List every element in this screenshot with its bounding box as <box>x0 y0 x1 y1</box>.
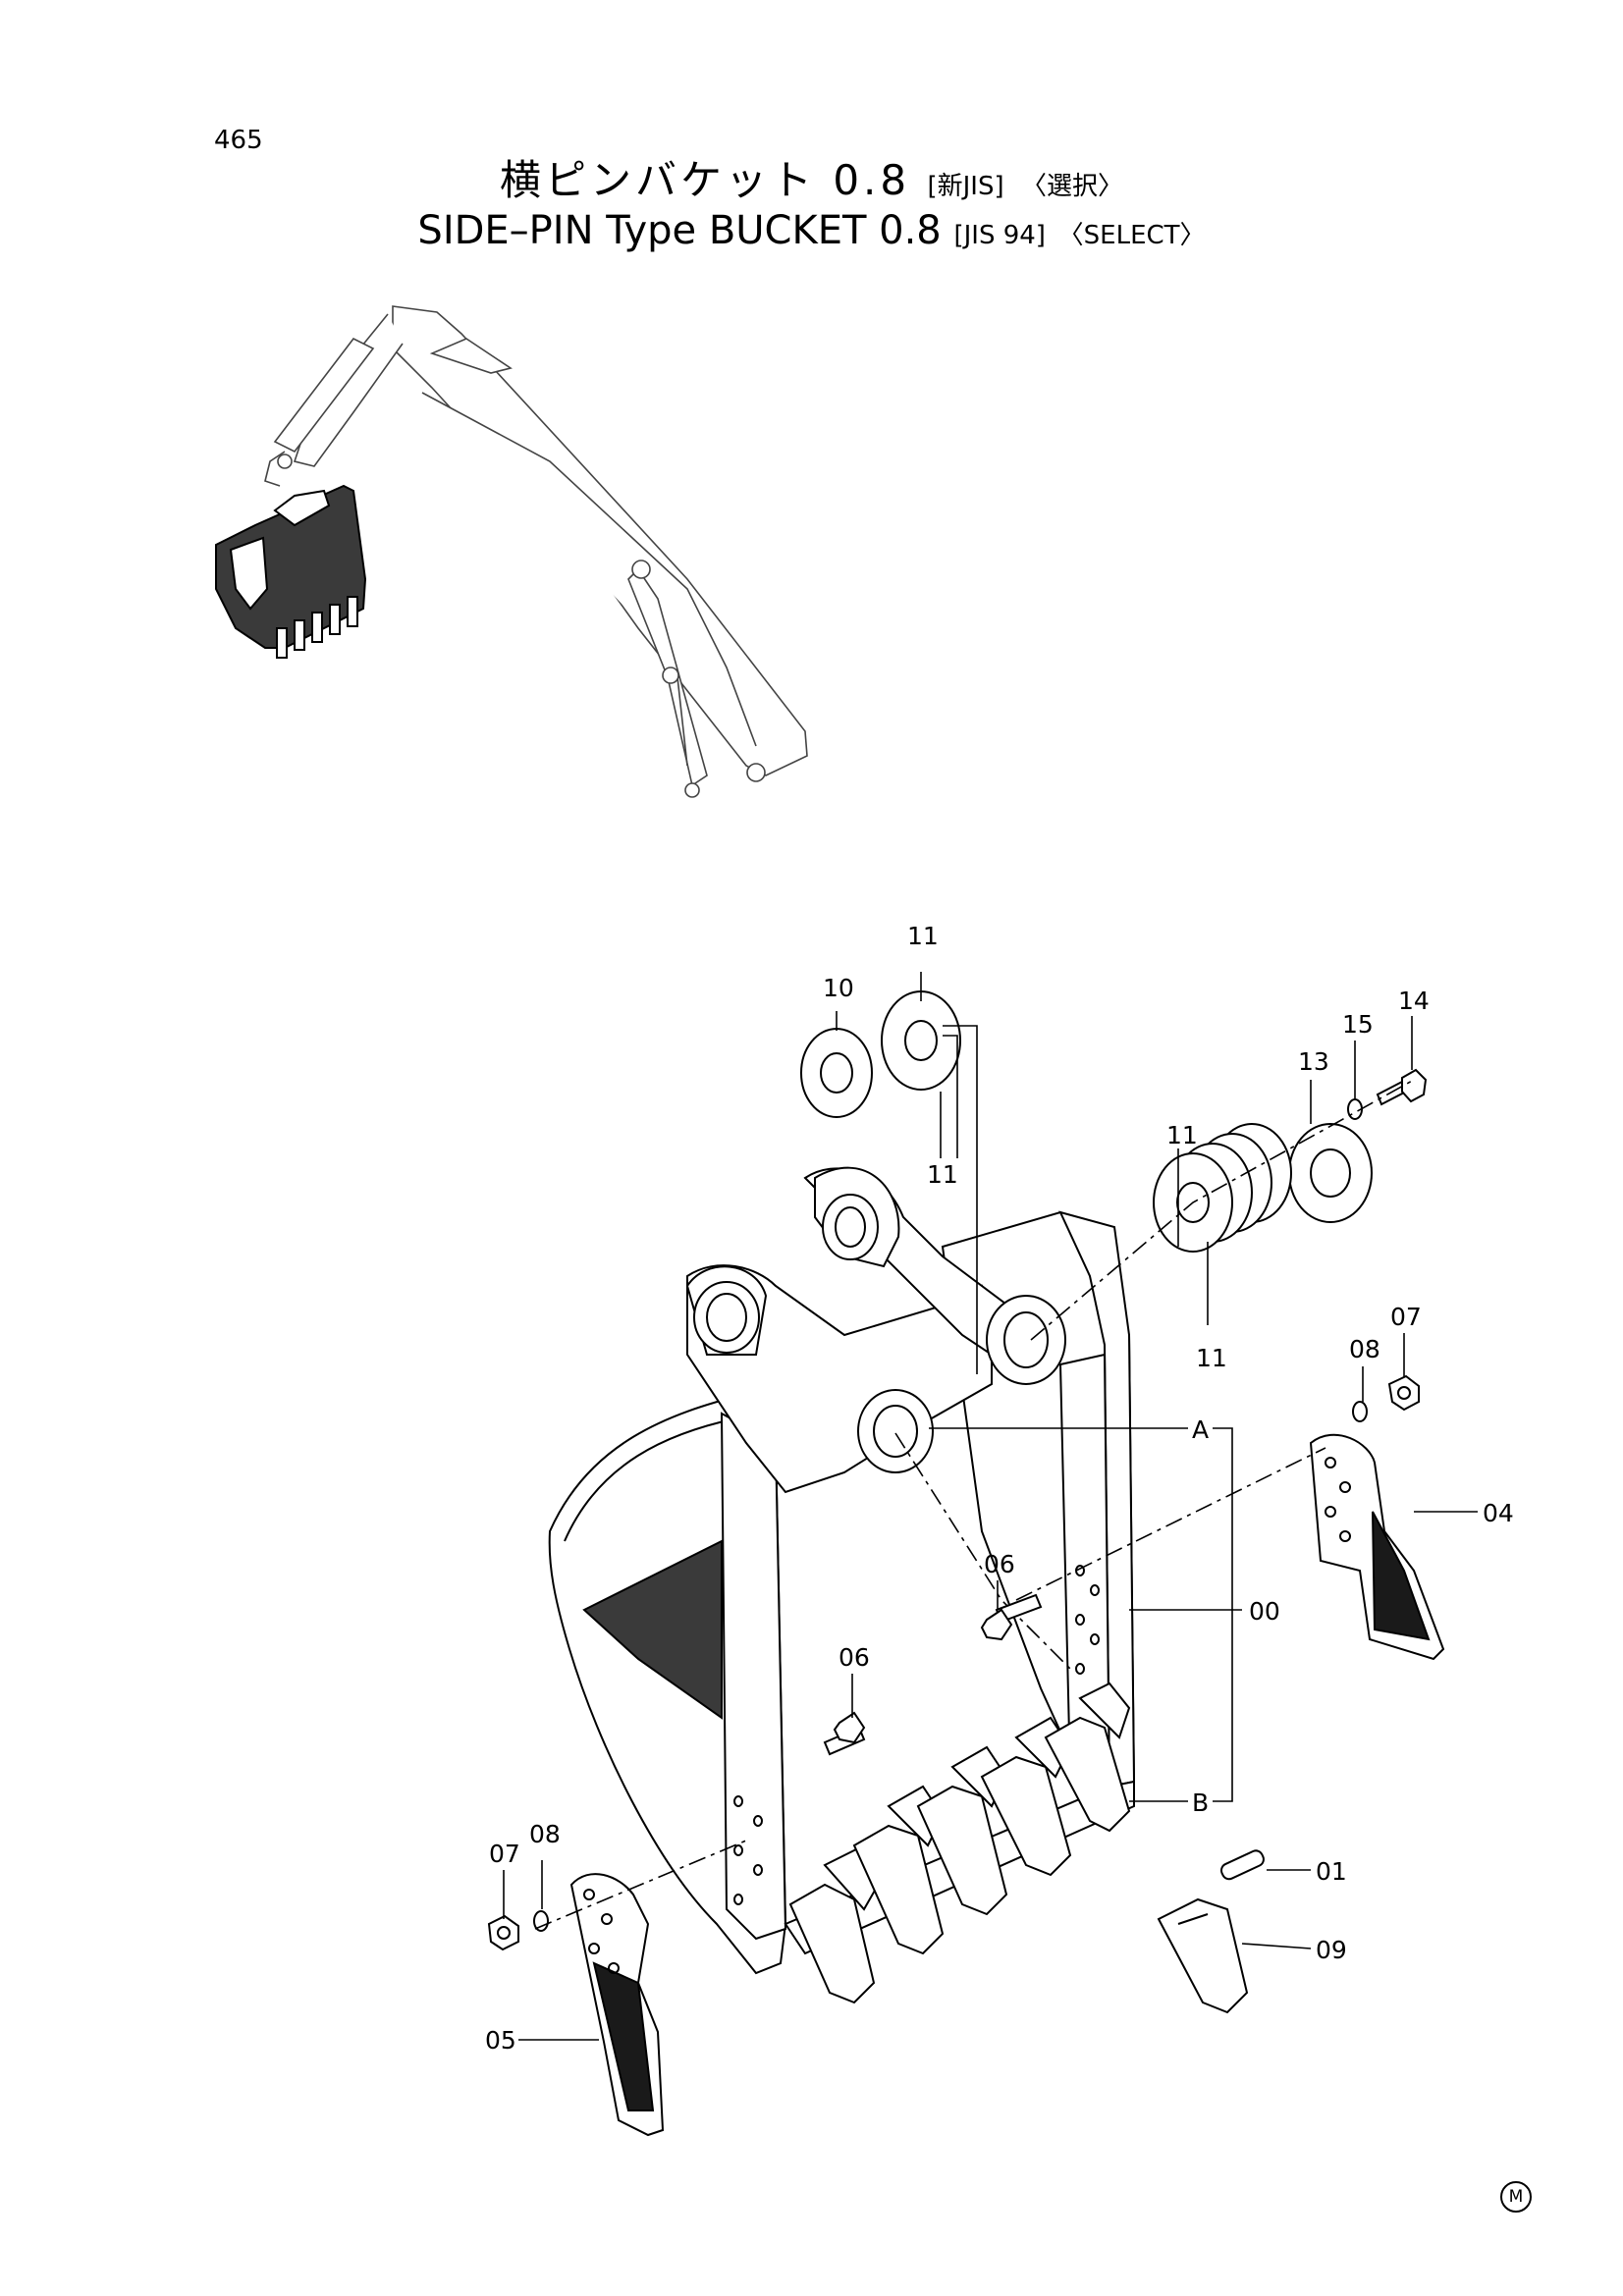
callout-06-lower: 06 <box>839 1643 870 1672</box>
manufacturer-mark: M <box>1500 2181 1532 2213</box>
title-jp-main: 横ピンバケット 0.8 <box>499 156 911 204</box>
callout-07-right: 07 <box>1390 1303 1422 1331</box>
title-en-tag-jis: [JIS 94] <box>953 221 1046 250</box>
title-en-tag-select: 〈SELECT〉 <box>1057 221 1206 250</box>
excavator-arm-thumbnail <box>215 305 808 798</box>
callout-15: 15 <box>1342 1010 1374 1039</box>
page-number: 465 <box>214 126 263 155</box>
callout-11-right-top: 11 <box>1166 1121 1198 1149</box>
title-english: SIDE–PIN Type BUCKET 0.8 [JIS 94] 〈SELEC… <box>0 208 1623 253</box>
callout-00: 00 <box>1249 1597 1280 1626</box>
callout-11-right-bottom: 11 <box>1196 1344 1227 1372</box>
callout-11-top: 11 <box>907 922 939 950</box>
side-cutter-right <box>1309 1433 1445 1661</box>
title-jp-tag-select: 〈選択〉 <box>1021 172 1124 201</box>
callout-labels: 11 10 11 11 11 13 15 14 07 08 04 00 A B … <box>485 922 1514 2055</box>
callout-A: A <box>1192 1415 1209 1444</box>
callout-08-right: 08 <box>1349 1335 1380 1363</box>
callout-14: 14 <box>1398 987 1430 1015</box>
callout-09: 09 <box>1316 1936 1347 1964</box>
callout-06-upper: 06 <box>984 1550 1015 1578</box>
leader-lines <box>503 972 1478 2041</box>
callout-07-left: 07 <box>489 1840 520 1868</box>
title-jp-tag-jis: [新JIS] <box>927 172 1004 201</box>
hardware <box>487 990 1428 1951</box>
title-japanese: 横ピンバケット 0.8 [新JIS] 〈選択〉 <box>0 147 1623 207</box>
callout-01: 01 <box>1316 1857 1347 1886</box>
callout-04: 04 <box>1483 1499 1514 1527</box>
callout-08-left: 08 <box>529 1820 561 1848</box>
callout-10: 10 <box>823 974 854 1002</box>
bucket-teeth <box>788 1682 1265 2014</box>
callout-B: B <box>1192 1789 1209 1817</box>
callout-05: 05 <box>485 2026 516 2055</box>
callout-11-upper-lower: 11 <box>927 1160 958 1189</box>
callout-13: 13 <box>1298 1047 1329 1076</box>
title-en-main: SIDE–PIN Type BUCKET 0.8 <box>417 208 942 253</box>
side-cutter-left <box>569 1873 665 2137</box>
